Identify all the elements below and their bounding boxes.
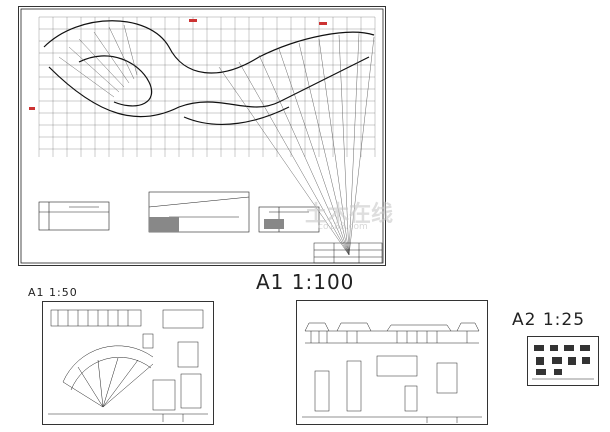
hatch-fill — [149, 217, 284, 232]
a1-1-100-scale-label: A1 1:100 — [256, 270, 355, 294]
sheet-a1-1-50[interactable] — [42, 301, 214, 425]
a2-1-25-scale-label: A2 1:25 — [512, 310, 586, 330]
a1-1-50-drawing — [48, 309, 208, 422]
title-block — [313, 242, 383, 264]
watermark-brand: 土木在线 — [305, 202, 394, 227]
plaza-outline — [43, 20, 375, 126]
a1-1-50-scale-label: A1 1:50 — [28, 286, 78, 299]
red-accent-marks — [29, 19, 327, 110]
site-plan-drawing — [20, 8, 384, 264]
section-details — [38, 191, 320, 233]
sheet-a1-1-100[interactable] — [18, 6, 386, 266]
a2-1-25-drawing — [532, 345, 594, 380]
sheet-a2-1-25[interactable] — [527, 336, 599, 386]
elevations-drawing — [302, 322, 482, 423]
plan-grid — [38, 16, 376, 157]
sheet-elevations[interactable] — [296, 300, 488, 425]
watermark-url: co188.com — [318, 222, 368, 232]
radial-lines — [58, 24, 375, 256]
